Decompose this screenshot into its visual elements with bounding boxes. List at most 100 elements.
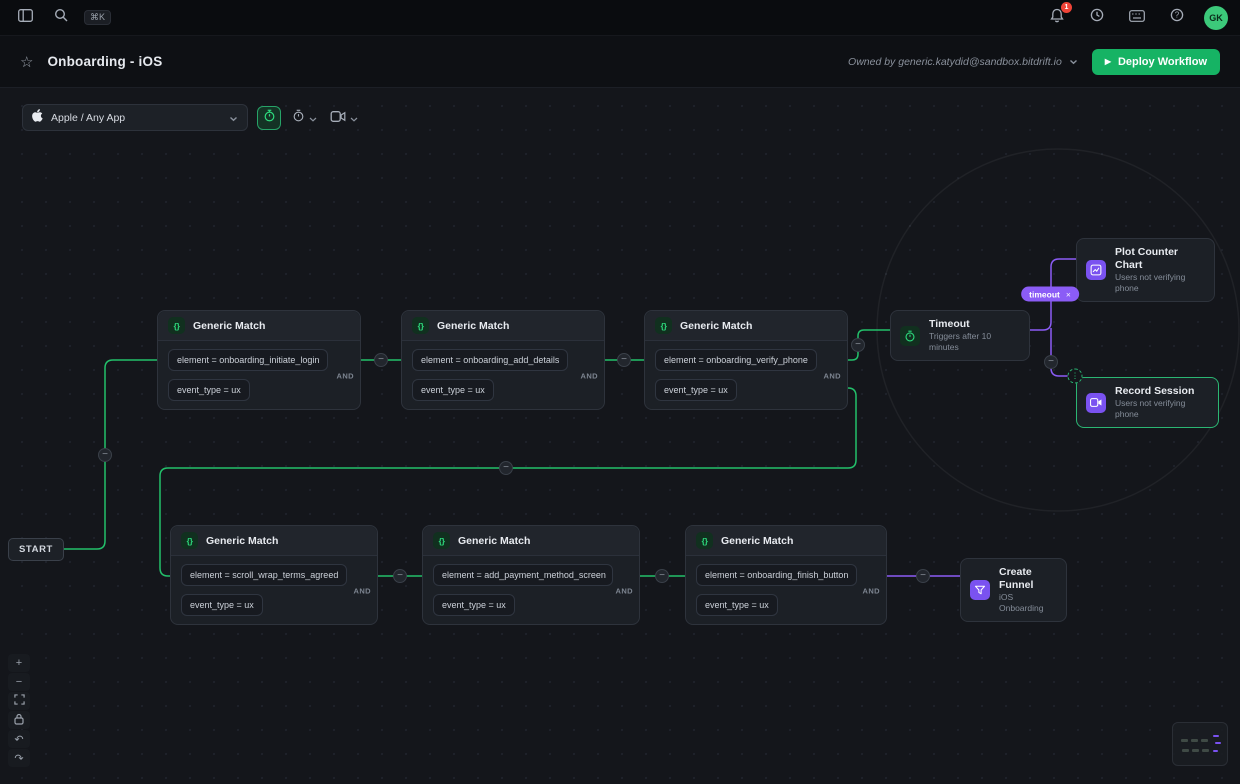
zoom-in-button[interactable]: + [8,654,30,672]
apple-icon [32,108,43,127]
chart-icon [1086,260,1106,281]
deploy-workflow-label: Deploy Workflow [1117,55,1207,68]
start-node[interactable]: START [8,538,64,561]
condition-event-type[interactable]: event_type = ux [412,379,494,401]
undo-button[interactable]: ↶ [8,730,30,748]
record-tool-dropdown[interactable] [328,107,360,129]
minimap[interactable] [1172,722,1228,766]
collapse-connector-icon[interactable]: − [98,448,112,462]
notifications-button[interactable]: 1 [1044,1,1072,31]
node-subtitle: Users not verifying phone [1115,272,1186,294]
owner-label: Owned by generic.katydid@sandbox.bitdrif… [848,55,1062,68]
help-icon: ? [1170,8,1184,27]
collapse-connector-icon[interactable]: − [655,569,669,583]
generic-match-node-6[interactable]: { } Generic Match element = onboarding_fi… [685,525,887,625]
node-title: Create Funnel [999,566,1034,592]
condition-event-type[interactable]: event_type = ux [168,379,250,401]
condition-element[interactable]: element = onboarding_verify_phone [655,349,817,371]
minimap-node [1213,750,1218,752]
minimap-node [1201,739,1208,742]
and-label: AND [862,586,880,596]
create-funnel-node[interactable]: Create Funnel iOS Onboarding [960,558,1067,623]
generic-match-node-4[interactable]: { }Generic Match element = scroll_wrap_t… [170,525,378,625]
minimap-node [1191,739,1198,742]
timeout-edge-pill[interactable]: timeout × [1021,286,1079,302]
condition-event-type[interactable]: event_type = ux [433,594,515,616]
generic-match-node-2[interactable]: { }Generic Match element = onboarding_ad… [401,310,605,410]
collapse-connector-icon[interactable]: − [393,569,407,583]
node-title: Generic Match [680,319,753,332]
close-icon[interactable]: × [1065,289,1071,299]
stopwatch-icon [900,325,920,346]
workflow-header: ☆ Onboarding - iOS Owned by generic.katy… [0,36,1240,88]
collapse-connector-icon[interactable]: − [617,353,631,367]
svg-text:?: ? [1175,11,1180,20]
braces-icon: { } [696,532,713,549]
chevron-down-icon [309,109,317,127]
collapse-connector-icon[interactable]: − [851,338,865,352]
chevron-down-icon [1069,56,1078,68]
condition-element[interactable]: element = onboarding_initiate_login [168,349,329,371]
zoom-out-button[interactable]: − [8,673,30,691]
condition-event-type[interactable]: event_type = ux [181,594,263,616]
history-button[interactable] [1084,5,1110,31]
condition-element[interactable]: element = onboarding_add_details [412,349,569,371]
and-label: AND [580,371,598,381]
user-avatar[interactable]: GK [1204,5,1228,30]
redo-button[interactable]: ↷ [8,749,30,767]
shortcut-badge: ⌘K [84,10,112,25]
workflow-canvas[interactable]: Apple / Any App ST [0,88,1240,784]
owner-selector[interactable]: Owned by generic.katydid@sandbox.bitdrif… [848,56,1078,68]
and-label: AND [336,371,354,381]
node-title: Generic Match [721,534,794,547]
chevron-down-icon [229,109,238,127]
chevron-down-icon [350,109,358,127]
minimap-node [1215,742,1221,744]
record-session-node[interactable]: Record Session Users not verifying phone [1076,377,1219,429]
canvas-controls: + − ↶ ↷ [8,654,30,767]
node-subtitle: Triggers after 10 minutes [929,331,992,353]
and-label: AND [353,586,371,596]
condition-event-type[interactable]: event_type = ux [696,594,778,616]
collapse-connector-icon[interactable]: − [499,461,513,475]
timeout-edge-label: timeout [1029,289,1060,299]
node-title: Timeout [929,318,970,330]
timer-tool-dropdown[interactable] [290,107,319,129]
timeout-node[interactable]: Timeout Triggers after 10 minutes [890,310,1030,362]
clock-icon [1090,8,1104,27]
top-bar: ⌘K 1 ? GK [0,0,1240,36]
generic-match-node-5[interactable]: { }Generic Match element = add_payment_m… [422,525,640,625]
minimap-node [1192,749,1199,752]
favorite-star-icon[interactable]: ☆ [20,53,34,71]
search-button[interactable] [48,5,74,31]
minimap-node [1213,735,1219,737]
lock-button[interactable] [8,711,30,729]
generic-match-node-1[interactable]: { }Generic Match element = onboarding_in… [157,310,361,410]
plot-counter-chart-node[interactable]: Plot Counter Chart Users not verifying p… [1076,238,1215,303]
app-selector-dropdown[interactable]: Apple / Any App [22,104,248,131]
collapse-connector-icon[interactable]: − [374,353,388,367]
braces-icon: { } [181,532,198,549]
stopwatch-icon [292,109,305,127]
node-title: Generic Match [437,319,510,332]
minimap-node [1181,739,1188,742]
play-icon: ▶ [1104,57,1111,66]
condition-event-type[interactable]: event_type = ux [655,379,737,401]
collapse-connector-icon[interactable]: − [916,569,930,583]
condition-element[interactable]: element = add_payment_method_screen [433,564,613,586]
help-button[interactable]: ? [1164,5,1190,31]
node-subtitle: iOS Onboarding [999,592,1044,614]
condition-element[interactable]: element = scroll_wrap_terms_agreed [181,564,348,586]
deploy-workflow-button[interactable]: ▶ Deploy Workflow [1091,48,1220,75]
condition-element[interactable]: element = onboarding_finish_button [696,564,858,586]
connector-options-icon[interactable]: ⋮ [1067,368,1083,384]
fit-view-button[interactable] [8,692,30,710]
collapse-connector-icon[interactable]: − [1044,355,1058,369]
keyboard-shortcuts-button[interactable] [1124,5,1150,31]
minimap-node [1202,749,1209,752]
braces-icon: { } [433,532,450,549]
timeout-tool-button[interactable] [257,105,281,130]
generic-match-node-3[interactable]: { }Generic Match element = onboarding_ve… [644,310,848,410]
sidebar-toggle-button[interactable] [12,5,38,31]
stopwatch-icon [263,109,276,127]
